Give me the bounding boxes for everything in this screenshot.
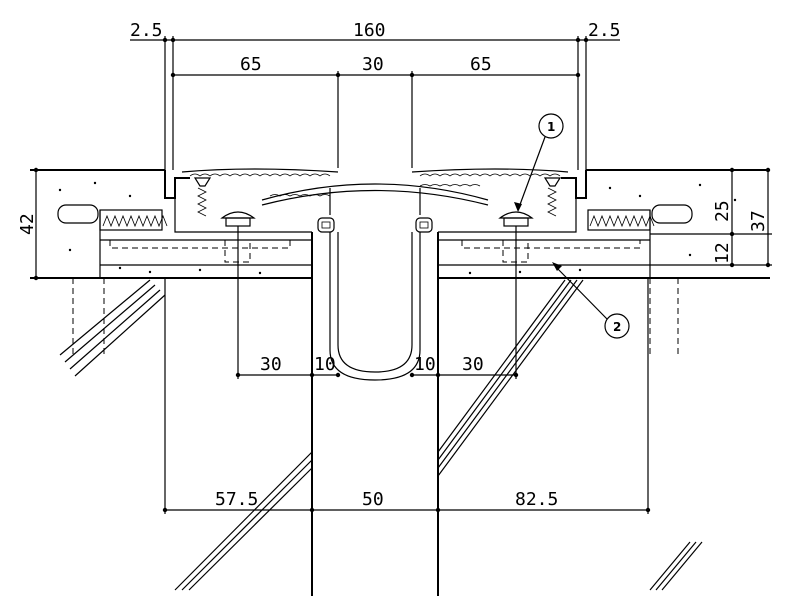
concrete-hatch (58, 181, 737, 275)
dim-top-right-offset: 2.5 (588, 20, 621, 41)
dim-bottom-center: 50 (362, 489, 384, 510)
dim-mid-right-30: 30 (462, 354, 484, 375)
support-dashed-lines (72, 278, 679, 356)
right-frame-profile (411, 168, 587, 233)
top-overall-dimension (130, 36, 620, 170)
left-frame-profile (164, 168, 339, 233)
left-anchor-bolt (220, 211, 256, 265)
dim-top-left-offset: 2.5 (130, 20, 163, 41)
callout-1: 1 (514, 113, 564, 212)
dim-upper-right: 65 (470, 54, 492, 75)
dim-bottom-right: 82.5 (515, 489, 558, 510)
left-screw (193, 177, 212, 217)
seal-gland (329, 232, 421, 381)
dim-top-overall: 160 (353, 20, 386, 41)
gap-walls (311, 232, 439, 596)
bonding-layer (109, 240, 641, 249)
callout-2-label: 2 (613, 320, 621, 334)
upper-dimension-row (170, 71, 581, 168)
left-backer-rod (57, 204, 168, 231)
left-clip (317, 217, 335, 233)
dim-upper-left: 65 (240, 54, 262, 75)
callout-1-label: 1 (547, 120, 555, 134)
left-height-dimension (33, 167, 39, 281)
right-anchor-bolt (498, 211, 534, 265)
dim-left-height: 42 (17, 213, 38, 235)
cover-plate (261, 183, 489, 215)
dim-right-total-height: 37 (748, 210, 769, 232)
dim-mid-left-30: 30 (260, 354, 282, 375)
right-backer-rod (587, 204, 693, 231)
slab-outline (30, 169, 770, 279)
dim-bottom-left: 57.5 (215, 489, 258, 510)
diagonal-structure-right (437, 279, 703, 591)
dim-mid-left-10: 10 (314, 354, 336, 375)
diagonal-structure-left (59, 279, 313, 591)
dim-mid-right-10: 10 (414, 354, 436, 375)
right-screw (543, 177, 562, 217)
right-height-dimensions (650, 167, 772, 268)
bottom-dimension-row (162, 278, 651, 514)
callout-2: 2 (552, 262, 630, 339)
middle-dimension-row (235, 265, 519, 379)
dim-right-upper-height: 25 (712, 200, 733, 222)
dim-right-lower-height: 12 (712, 242, 733, 264)
dim-upper-center: 30 (362, 54, 384, 75)
right-clip (415, 217, 433, 233)
